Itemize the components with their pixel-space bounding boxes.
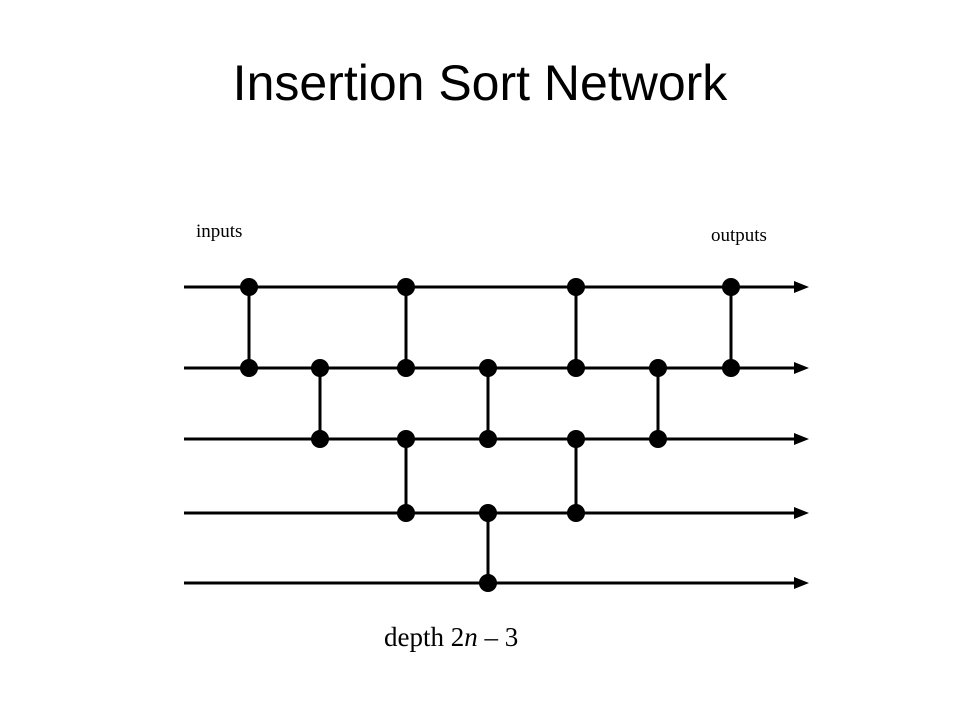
wire-arrow-2	[794, 362, 809, 374]
comparator-10	[722, 278, 740, 377]
wire-arrow-4	[794, 507, 809, 519]
comparator-node	[397, 430, 415, 448]
comparator-node	[397, 359, 415, 377]
wires-layer	[184, 281, 809, 589]
comparator-node	[240, 278, 258, 296]
comparator-node	[567, 278, 585, 296]
comparator-5	[479, 359, 497, 448]
comparator-node	[311, 430, 329, 448]
wire-arrow-1	[794, 281, 809, 293]
comparator-6	[479, 504, 497, 592]
comparator-node	[649, 359, 667, 377]
comparator-9	[649, 359, 667, 448]
comparator-node	[397, 504, 415, 522]
comparator-node	[479, 574, 497, 592]
comparator-node	[479, 359, 497, 377]
comparator-node	[722, 359, 740, 377]
comparator-node	[567, 359, 585, 377]
comparator-4	[397, 430, 415, 522]
slide-title: Insertion Sort Network	[232, 55, 728, 111]
comparator-2	[311, 359, 329, 448]
comparator-1	[240, 278, 258, 377]
wire-arrow-3	[794, 433, 809, 445]
comparator-node	[567, 430, 585, 448]
comparator-7	[567, 278, 585, 377]
comparator-node	[479, 430, 497, 448]
comparator-node	[649, 430, 667, 448]
comparator-node	[240, 359, 258, 377]
comparators-layer	[240, 278, 740, 592]
inputs-label: inputs	[196, 221, 243, 242]
comparator-node	[479, 504, 497, 522]
wire-arrow-5	[794, 577, 809, 589]
depth-caption-prefix: depth 2	[384, 622, 465, 652]
depth-caption-suffix: – 3	[477, 622, 519, 652]
comparator-node	[567, 504, 585, 522]
outputs-label: outputs	[711, 225, 767, 246]
depth-caption: depth 2n – 3	[384, 622, 518, 653]
depth-caption-variable: n	[464, 622, 478, 652]
comparator-node	[397, 278, 415, 296]
comparator-node	[311, 359, 329, 377]
comparator-node	[722, 278, 740, 296]
comparator-3	[397, 278, 415, 377]
comparator-8	[567, 430, 585, 522]
